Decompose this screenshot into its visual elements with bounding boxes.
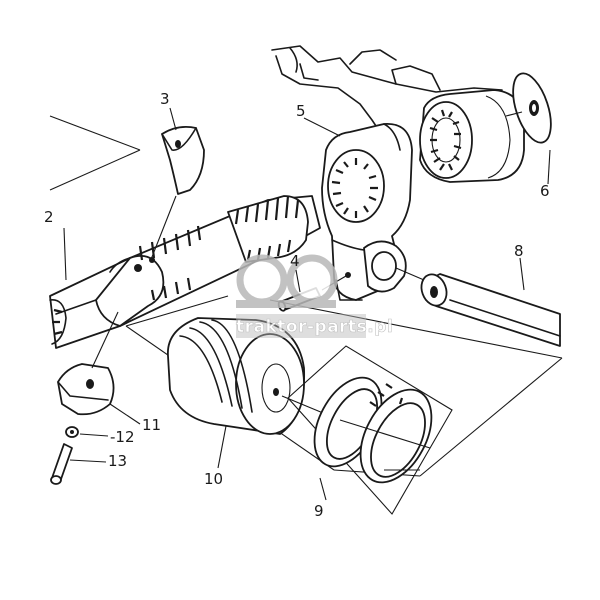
upper-housing: [271, 45, 503, 145]
callout-4: 4: [290, 252, 300, 270]
watermark-logo: traktor-parts.pl: [236, 254, 393, 338]
part-10-piston: [167, 317, 341, 469]
callout-9: 9: [314, 502, 324, 520]
callout-leaders: [63, 107, 551, 501]
part-11-bushing-half: [57, 311, 141, 425]
callout-8: 8: [514, 242, 524, 260]
part-12-washer: [65, 426, 109, 438]
callout-5: 5: [296, 102, 306, 120]
part-6-thrust-disc: [505, 72, 552, 144]
part-6-splined-hub: [419, 89, 525, 183]
callout-13: 13: [108, 452, 127, 470]
part-5-lift-arm: [321, 123, 413, 301]
part-3-bushing-half: [149, 125, 205, 263]
callout-12: -12: [110, 428, 135, 446]
part-13-grease-fitting: [50, 443, 107, 485]
part-8-pivot-pin: [395, 267, 561, 347]
callout-10: 10: [204, 470, 223, 488]
watermark-text: traktor-parts.pl: [236, 317, 393, 337]
part-2-cross-shaft: [49, 115, 321, 349]
callout-6: 6: [540, 182, 550, 200]
part-9-seal-kit: [287, 345, 453, 515]
callout-2: 2: [44, 208, 54, 226]
callout-3: 3: [160, 90, 170, 108]
callout-11: 11: [142, 416, 161, 434]
